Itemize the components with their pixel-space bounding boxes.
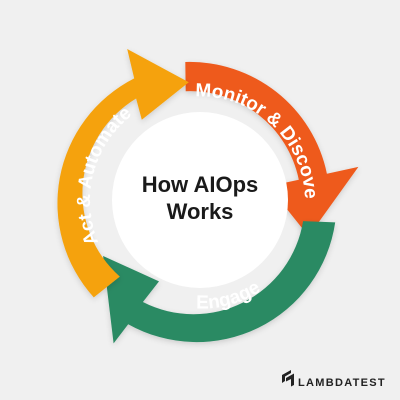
act-automate-arrow [57,49,189,298]
monitor-discover-arrow [185,61,359,237]
lambdatest-logo: LAMBDATEST [282,370,386,389]
center-title-line2: Works [167,199,234,224]
lambdatest-logo-icon [282,370,294,387]
engage-arrow [103,221,336,344]
brand-name: LAMBDATEST [298,377,386,389]
center-title-line1: How AIOps [142,172,259,197]
center-circle [112,112,288,288]
